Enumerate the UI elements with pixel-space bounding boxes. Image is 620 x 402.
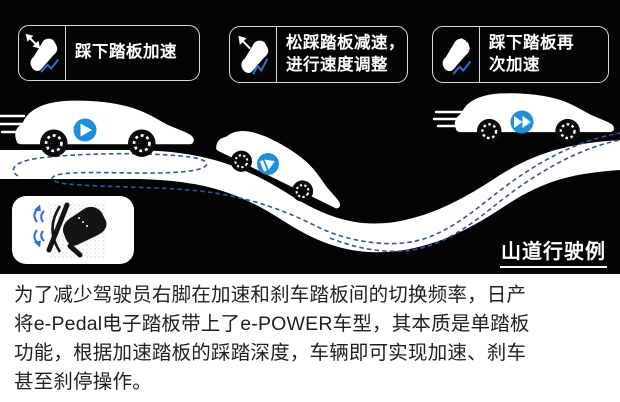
step-label: 进行速度调整 [286, 55, 388, 74]
article-text: 为了减少驾驶员右脚在加速和刹车踏板间的切换频率，日产 将e-Pedal电子踏板带… [0, 274, 620, 402]
play-icon [73, 118, 97, 142]
pedal-demo-panel [12, 196, 134, 264]
pedal-press-again-icon [433, 27, 480, 82]
car3-speed-lines [432, 110, 464, 128]
article-line: 甚至刹停操作。 [14, 371, 152, 393]
infographic-scene: 踩下踏板加速 松踩踏板减速， 进行速度调整 [0, 0, 620, 274]
scene-caption: 山道行驶例 [500, 235, 607, 268]
step-label: 踩下踏板再 [489, 33, 574, 52]
article-line: 功能，根据加速踏板的踩踏深度，车辆即可实现加速、刹车 [14, 342, 527, 364]
article-line: 为了减少驾驶员右脚在加速和刹车踏板间的切换频率，日产 [14, 284, 527, 306]
pedal-press-icon [19, 26, 66, 80]
pedal-travel-icon [33, 202, 107, 258]
fast-forward-icon [510, 110, 534, 134]
car-accelerating-again [453, 92, 616, 145]
pedal-range-arrows [33, 207, 45, 245]
decelerate-play-icon [257, 153, 279, 175]
step-box-3: 踩下踏板再 次加速 [432, 26, 609, 83]
step-box-2: 松踩踏板减速， 进行速度调整 [229, 26, 408, 83]
car-decelerating [208, 117, 355, 220]
step-label: 次加速 [489, 55, 540, 74]
step-label: 踩下踏板加速 [75, 43, 177, 62]
step-box-1: 踩下踏板加速 [18, 25, 200, 81]
mountain-road-graphic [0, 92, 620, 253]
pedal-release-icon [230, 27, 277, 82]
road-ribbon [0, 140, 620, 253]
step-label: 松踩踏板减速， [286, 33, 405, 52]
car-accelerating [13, 99, 196, 159]
article-line: 将e-Pedal电子踏板带上了e-POWER车型，其本质是单踏板 [14, 313, 530, 335]
trajectory-dashed-line-2 [329, 139, 620, 253]
